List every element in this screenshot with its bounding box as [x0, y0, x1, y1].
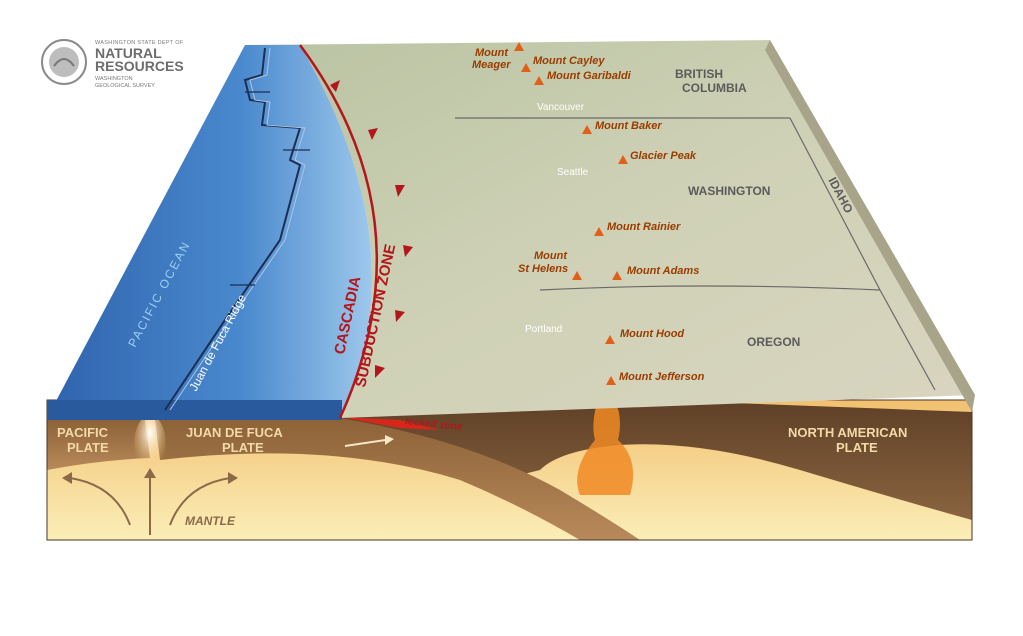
ridge-spreading-arrows: [230, 91, 310, 286]
volcano-icon-jefferson: [606, 376, 616, 385]
plate-motion-arrow: [344, 435, 394, 447]
label-glacier: Glacier Peak: [630, 150, 697, 162]
border-or-id: [879, 289, 936, 391]
volcano-icon-glacier: [618, 155, 628, 164]
land-surface: [245, 40, 975, 418]
logo-subtitle: WASHINGTON GEOLOGICAL SURVEY: [95, 76, 155, 90]
label-jdf-plate-1: JUAN DE FUCA: [186, 425, 283, 440]
ocean-surface: [47, 45, 372, 418]
logo-sub-1: WASHINGTON: [95, 76, 133, 82]
label-rainier: Mount Rainier: [607, 221, 681, 233]
volcano-icon-adams: [612, 271, 622, 280]
label-mantle: MANTLE: [185, 514, 236, 528]
volcano-icon-cayley: [521, 63, 531, 72]
label-hood: Mount Hood: [620, 328, 684, 340]
ocean-front-face: [47, 400, 342, 420]
label-portland: Portland: [525, 324, 562, 335]
cascadia-trench: [298, 44, 378, 419]
mantle-flow-arrows: [69, 475, 231, 535]
label-meager-2: Meager: [472, 59, 511, 71]
logo-main: NATURAL RESOURCES: [95, 45, 205, 74]
magma-plume: [577, 395, 634, 495]
label-seattle: Seattle: [557, 167, 589, 178]
label-baker: Mount Baker: [595, 120, 662, 132]
volcano-icon-sthelens: [572, 271, 582, 280]
label-vancouver: Vancouver: [537, 102, 585, 113]
label-pacific-plate-1: PACIFIC: [57, 425, 109, 440]
cross-section: [46, 395, 973, 541]
trench-teeth: [330, 80, 413, 378]
mantle-arrowheads: [62, 468, 238, 484]
logo-main-2: RESOURCES: [95, 58, 184, 74]
label-washington: WASHINGTON: [688, 184, 770, 198]
logo-top-line: WASHINGTON STATE DEPT OF: [95, 40, 184, 46]
logo-main-1: NATURAL: [95, 45, 162, 61]
juan-de-fuca-slab: [155, 418, 640, 540]
pacific-plate: [47, 420, 150, 470]
locked-zone: [340, 417, 440, 430]
volcano-markers: [514, 42, 628, 385]
volcano-icon-hood: [605, 335, 615, 344]
label-cayley: Mount Cayley: [533, 55, 605, 67]
label-pacific-plate-2: PLATE: [67, 440, 109, 455]
label-sthelens-2: St Helens: [518, 263, 568, 275]
seal-icon: [41, 39, 87, 85]
label-jefferson: Mount Jefferson: [619, 371, 705, 383]
label-jdf-plate-2: PLATE: [222, 440, 264, 455]
volcano-icon-baker: [582, 125, 592, 134]
dnr-logo: WASHINGTON STATE DEPT OF NATURAL RESOURC…: [40, 38, 200, 90]
land-side-face: [765, 40, 975, 412]
north-american-plate: [340, 398, 972, 520]
label-na-plate-1: NORTH AMERICAN: [788, 425, 907, 440]
ridge-upwelling: [134, 415, 166, 475]
label-adams: Mount Adams: [627, 265, 699, 277]
label-na-plate-2: PLATE: [836, 440, 878, 455]
border-wa-id: [789, 117, 881, 291]
border-wa-or: [539, 285, 881, 291]
label-meager-1: Mount: [475, 47, 509, 59]
volcano-icon-garibaldi: [534, 76, 544, 85]
volcano-icon-meager: [514, 42, 524, 51]
label-oregon: OREGON: [747, 335, 800, 349]
borders: [455, 117, 936, 391]
volcano-icon-rainier: [594, 227, 604, 236]
juan-de-fuca-ridge-outline: [169, 47, 306, 411]
label-sthelens-1: Mount: [534, 250, 568, 262]
label-garibaldi: Mount Garibaldi: [547, 70, 632, 82]
label-bc-2: COLUMBIA: [682, 81, 747, 95]
logo-sub-2: GEOLOGICAL SURVEY: [95, 83, 155, 89]
label-bc-1: BRITISH: [675, 67, 723, 81]
